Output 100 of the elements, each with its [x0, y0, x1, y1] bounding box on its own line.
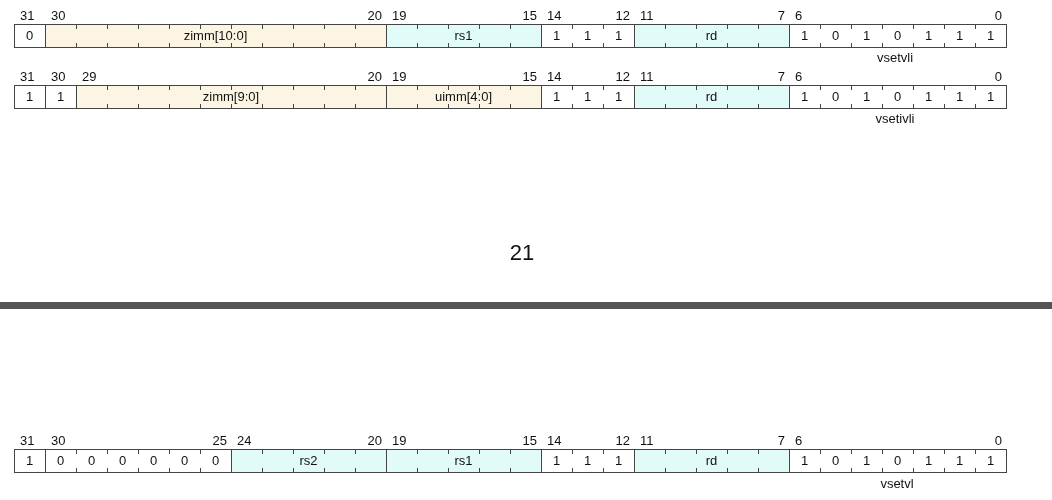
bit-value: 0: [893, 453, 902, 469]
bit-field: [541, 24, 635, 48]
bit-number: 25: [212, 433, 227, 448]
bit-value: 1: [552, 28, 561, 44]
bit-number: 29: [82, 69, 97, 84]
bit-field: [541, 449, 635, 473]
bit-number: 15: [522, 8, 537, 23]
bit-number: 30: [51, 8, 66, 23]
bit-number: 6: [795, 8, 803, 23]
field-name: zimm[9:0]: [202, 89, 260, 105]
bit-value: 1: [614, 89, 623, 105]
field-name: rd: [705, 28, 718, 44]
bit-field: [386, 24, 542, 48]
bit-value: 1: [800, 89, 809, 105]
bit-value: 1: [862, 453, 871, 469]
bit-number: 31: [20, 433, 35, 448]
bit-value: 1: [25, 453, 34, 469]
bit-number: 11: [640, 8, 654, 23]
bit-field: [231, 449, 387, 473]
bit-field: [45, 24, 387, 48]
bit-field: [634, 449, 790, 473]
field-name: zimm[10:0]: [183, 28, 248, 44]
bit-value: 1: [552, 89, 561, 105]
field-name: rs1: [454, 28, 473, 44]
bit-number: 24: [237, 433, 252, 448]
bit-field: [386, 85, 542, 109]
instruction-name: vsetvl: [880, 476, 914, 492]
bit-field: [45, 449, 232, 473]
bit-number: 7: [777, 8, 785, 23]
bit-number: 15: [522, 433, 537, 448]
bit-number: 20: [367, 69, 382, 84]
bit-field: [14, 449, 46, 473]
bit-number: 14: [547, 433, 562, 448]
bit-field: [14, 24, 46, 48]
bit-value: 1: [955, 89, 964, 105]
bit-value: 0: [211, 453, 220, 469]
bit-field: [789, 85, 1007, 109]
bit-number: 20: [367, 8, 382, 23]
bit-number: 0: [994, 8, 1002, 23]
bit-value: 1: [800, 28, 809, 44]
field-name: uimm[4:0]: [434, 89, 493, 105]
bit-number: 15: [522, 69, 537, 84]
bit-value: 1: [552, 453, 561, 469]
bit-value: 1: [583, 453, 592, 469]
bit-value: 1: [986, 28, 995, 44]
bit-value: 0: [893, 89, 902, 105]
bit-field: [45, 85, 77, 109]
field-name: rd: [705, 453, 718, 469]
bit-number: 6: [795, 433, 803, 448]
bit-number: 12: [615, 433, 630, 448]
bit-number: 11: [640, 69, 654, 84]
bit-number: 31: [20, 69, 35, 84]
bit-value: 0: [831, 89, 840, 105]
bit-value: 1: [924, 89, 933, 105]
bit-number: 11: [640, 433, 654, 448]
bit-value: 0: [149, 453, 158, 469]
bit-field: [634, 85, 790, 109]
bit-number: 30: [51, 69, 66, 84]
bit-value: 0: [118, 453, 127, 469]
bit-number: 0: [994, 69, 1002, 84]
bit-number: 14: [547, 69, 562, 84]
bit-value: 1: [56, 89, 65, 105]
bit-field: [541, 85, 635, 109]
bit-number: 31: [20, 8, 35, 23]
page-number: 21: [509, 240, 535, 265]
bit-value: 1: [583, 28, 592, 44]
bit-value: 0: [87, 453, 96, 469]
bit-number: 7: [777, 433, 785, 448]
bit-value: 1: [614, 28, 623, 44]
bit-value: 0: [831, 28, 840, 44]
bit-number: 19: [392, 433, 407, 448]
field-name: rs1: [454, 453, 473, 469]
bit-number: 14: [547, 8, 562, 23]
bit-value: 1: [800, 453, 809, 469]
bit-number: 30: [51, 433, 66, 448]
bit-number: 19: [392, 69, 407, 84]
bit-value: 1: [862, 89, 871, 105]
bit-value: 1: [986, 453, 995, 469]
bit-number: 12: [615, 69, 630, 84]
bit-number: 7: [777, 69, 785, 84]
bit-value: 1: [955, 453, 964, 469]
bit-number: 12: [615, 8, 630, 23]
bit-value: 1: [25, 89, 34, 105]
bit-value: 1: [986, 89, 995, 105]
instruction-name: vsetivli: [875, 111, 915, 127]
bit-number: 20: [367, 433, 382, 448]
bit-number: 19: [392, 8, 407, 23]
bit-value: 0: [831, 453, 840, 469]
bit-value: 1: [955, 28, 964, 44]
bit-value: 0: [56, 453, 65, 469]
bit-value: 1: [862, 28, 871, 44]
field-name: rd: [705, 89, 718, 105]
bit-value: 0: [25, 28, 34, 44]
bit-value: 0: [893, 28, 902, 44]
bit-field: [76, 85, 387, 109]
bit-field: [789, 24, 1007, 48]
bit-field: [386, 449, 542, 473]
instruction-name: vsetvli: [876, 50, 914, 66]
bit-value: 1: [583, 89, 592, 105]
bit-field: [634, 24, 790, 48]
